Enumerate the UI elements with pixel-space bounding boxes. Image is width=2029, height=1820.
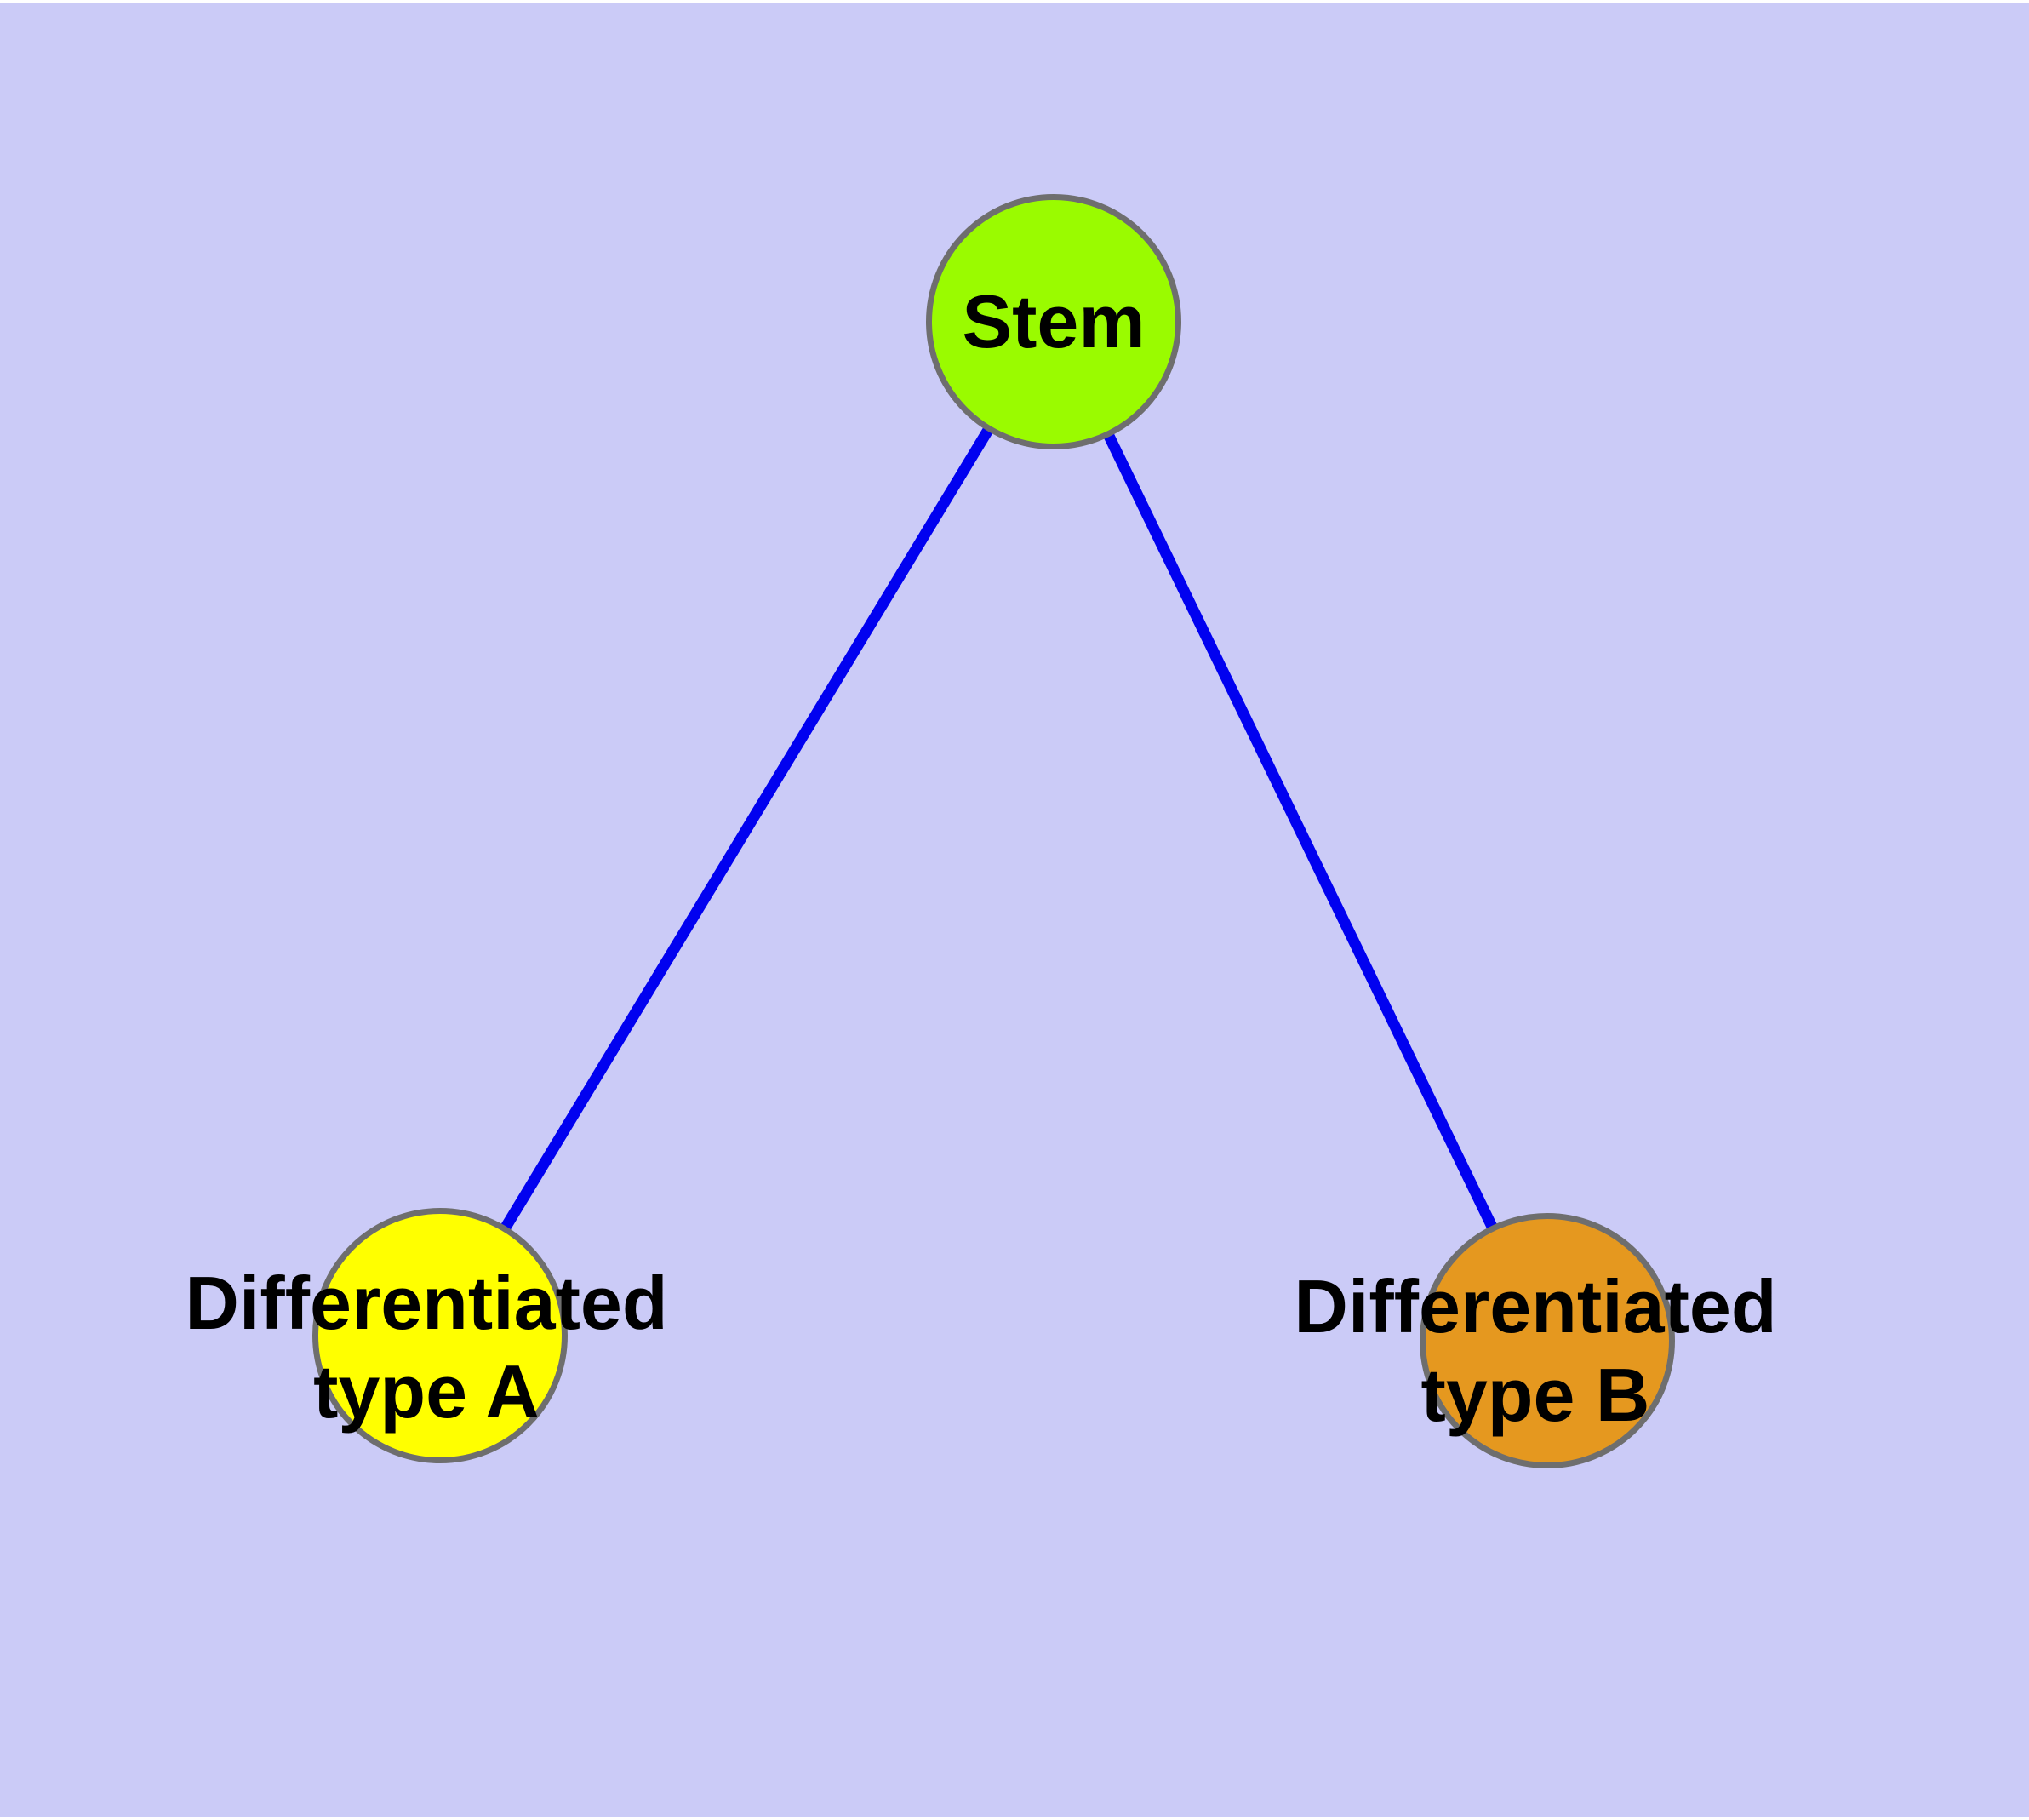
node-type-a-label-line-1: Differentiated bbox=[185, 1261, 668, 1346]
edge-stem-type-a bbox=[435, 318, 1059, 1339]
node-stem-label: Stem bbox=[962, 278, 1145, 366]
node-type-a-label-line-2: type A bbox=[313, 1349, 540, 1434]
node-stem-circle bbox=[926, 194, 1181, 449]
node-type-b-circle bbox=[1420, 1213, 1675, 1468]
node-stem-label-line-1: Stem bbox=[962, 279, 1146, 364]
node-type-b-label-line-2: type B bbox=[1420, 1353, 1650, 1437]
node-type-b-label-line-1: Differentiated bbox=[1294, 1264, 1777, 1349]
edge-layer bbox=[435, 318, 1552, 1343]
edge-stem-type-b bbox=[1049, 319, 1552, 1343]
node-type-a-circle bbox=[312, 1208, 568, 1463]
